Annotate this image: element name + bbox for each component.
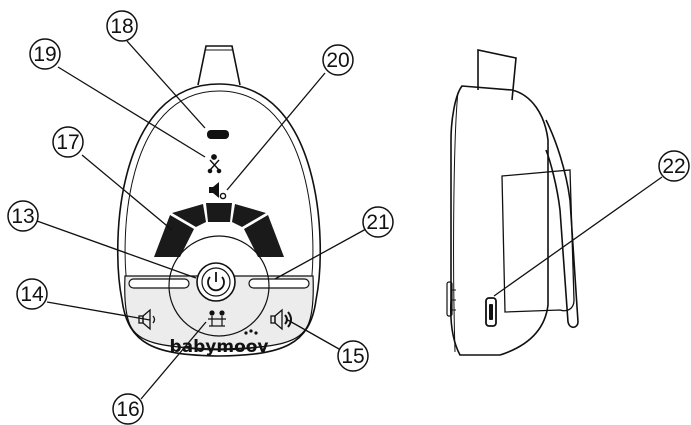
callout-15: 15 — [337, 340, 369, 372]
brand-logo: babymoov — [169, 337, 268, 357]
callout-14: 14 — [16, 278, 48, 310]
parent-child-icon — [208, 310, 226, 327]
speaker-indicator-icon — [209, 182, 227, 200]
antenna — [197, 45, 241, 86]
callout-20: 20 — [322, 44, 354, 76]
power-icon — [207, 272, 225, 292]
side-face-edge — [453, 91, 459, 353]
level-segment-3 — [206, 203, 232, 222]
leader-14 — [46, 301, 151, 321]
leader-lines — [36, 40, 663, 400]
leader-18 — [126, 40, 206, 129]
logo-mark-icon — [244, 329, 258, 335]
belt-clip — [545, 119, 579, 329]
side-view — [446, 49, 579, 356]
speaker-low-icon — [138, 308, 156, 331]
leader-22 — [493, 176, 663, 297]
svg-text:13: 13 — [11, 205, 34, 228]
leader-13 — [36, 220, 197, 279]
level-segment-4 — [232, 204, 266, 227]
svg-text:17: 17 — [56, 131, 79, 154]
leader-19 — [57, 66, 206, 158]
control-panel — [124, 275, 314, 350]
sound-level-bar — [154, 203, 284, 257]
svg-text:21: 21 — [366, 211, 389, 234]
leader-17 — [81, 154, 173, 231]
leader-16 — [140, 321, 207, 400]
side-antenna — [477, 49, 517, 101]
leader-20 — [226, 72, 326, 191]
callout-21: 21 — [362, 206, 394, 238]
side-buttons — [446, 281, 453, 317]
level-segment-2 — [172, 204, 206, 227]
device-body-outer — [116, 83, 322, 357]
side-bars — [128, 278, 310, 289]
leader-21 — [274, 228, 367, 280]
status-led — [207, 130, 229, 139]
svg-text:18: 18 — [110, 15, 133, 38]
callout-13: 13 — [7, 200, 39, 232]
control-ring — [168, 235, 270, 337]
baby-link-icon — [207, 154, 222, 174]
level-segment-1 — [154, 215, 194, 257]
talk-button[interactable] — [208, 310, 226, 327]
svg-text:14: 14 — [20, 283, 44, 306]
leader-15 — [285, 318, 340, 350]
volume-down-button[interactable] — [138, 308, 156, 331]
svg-text:16: 16 — [116, 398, 139, 421]
svg-text:22: 22 — [662, 155, 685, 178]
level-segment-5 — [244, 215, 284, 257]
callouts: 18 19 20 17 13 21 14 15 — [7, 10, 690, 425]
right-indicator-bar — [248, 278, 310, 289]
svg-text:15: 15 — [341, 345, 364, 368]
device-body-inner — [124, 90, 314, 351]
front-view — [116, 45, 322, 357]
left-indicator-bar — [128, 278, 190, 289]
svg-text:19: 19 — [33, 43, 56, 66]
callout-17: 17 — [52, 126, 84, 158]
usb-port[interactable] — [485, 297, 497, 327]
callout-16: 16 — [112, 393, 144, 425]
side-body-outer — [449, 85, 549, 356]
callout-18: 18 — [106, 10, 138, 42]
svg-text:20: 20 — [326, 49, 349, 72]
callout-22: 22 — [658, 150, 690, 182]
clip-panel — [501, 169, 575, 313]
power-button[interactable] — [196, 262, 236, 302]
callout-19: 19 — [29, 38, 61, 70]
